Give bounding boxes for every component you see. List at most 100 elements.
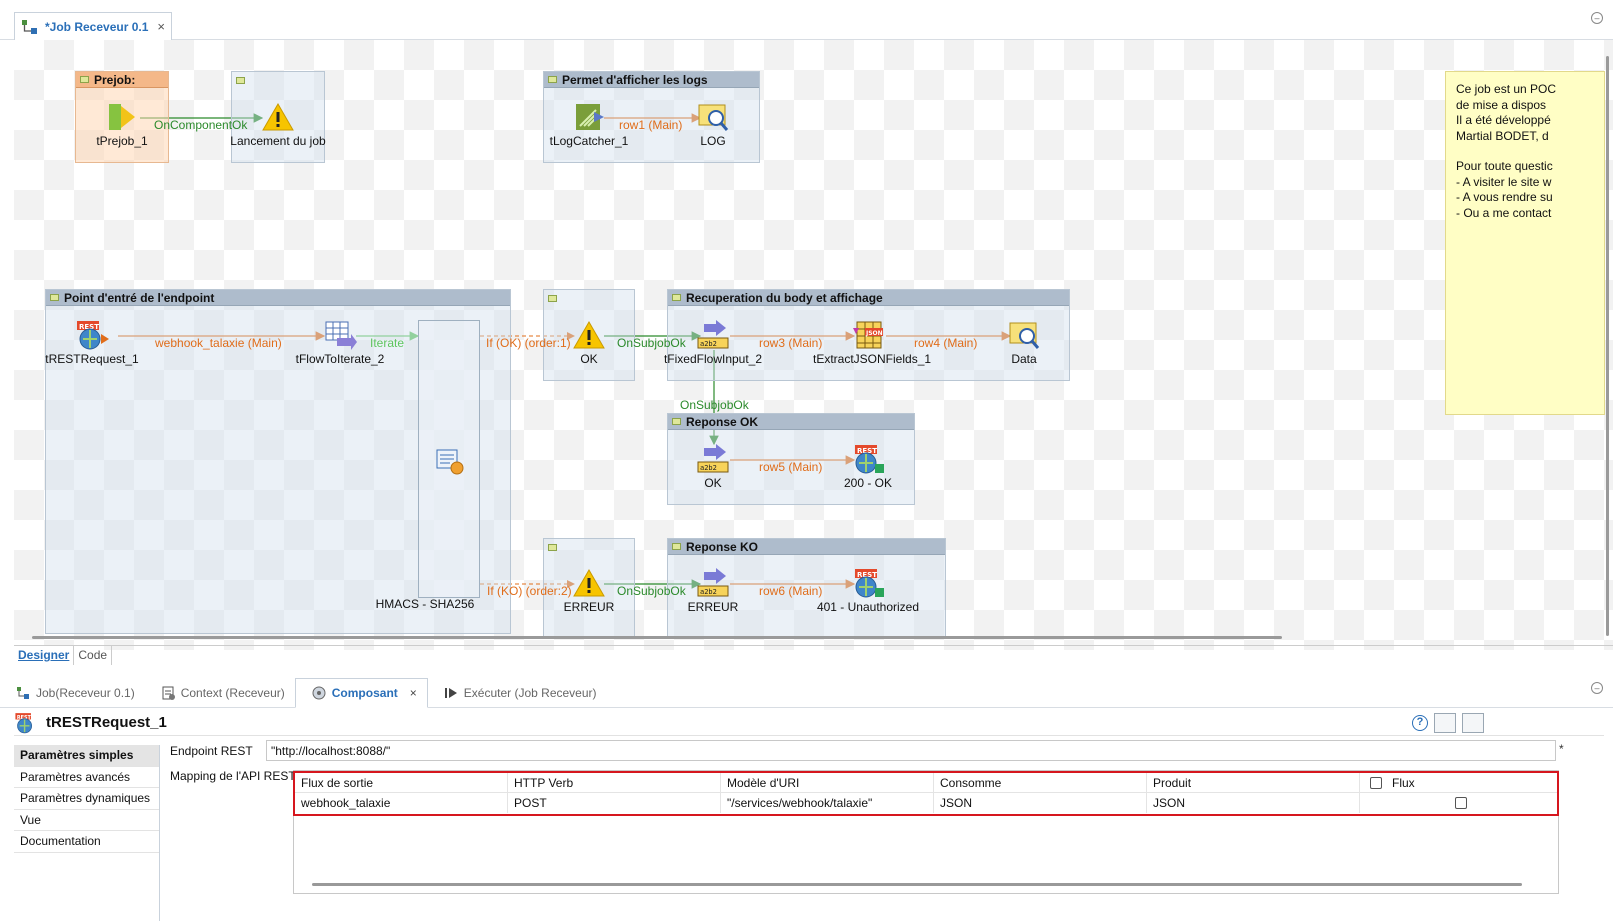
link-onsubjobok[interactable]: OnSubjobOk — [617, 336, 686, 350]
flux-checkbox[interactable] — [1455, 797, 1467, 809]
component-tfixedflowinput[interactable]: a2b2 tFixedFlowInput_2 — [658, 320, 768, 366]
nav-parametres-dynamiques[interactable]: Paramètres dynamiques — [14, 788, 159, 810]
collapse-icon[interactable] — [548, 543, 557, 551]
collapse-icon[interactable] — [672, 294, 681, 301]
component-tlogcatcher[interactable]: tLogCatcher_1 — [534, 102, 644, 148]
link-row3[interactable]: row3 (Main) — [759, 336, 823, 350]
horizontal-scrollbar[interactable] — [32, 636, 1282, 639]
component-ok-fixedflow[interactable]: a2b2 OK — [658, 444, 768, 490]
link-onsubjobok[interactable]: OnSubjobOk — [617, 584, 686, 598]
link-row4[interactable]: row4 (Main) — [914, 336, 978, 350]
tab-executer[interactable]: Exécuter (Job Receveur) — [428, 678, 607, 708]
subjob-title: Permet d'afficher les logs — [562, 72, 708, 87]
link-if-ko[interactable]: If (KO) (order:2) — [487, 584, 572, 598]
warning-icon — [573, 320, 605, 349]
component-trestrequest[interactable]: REST tRESTRequest_1 — [37, 320, 147, 366]
component-lancement[interactable]: Lancement du job — [223, 102, 333, 148]
component-hmacs-label[interactable]: HMACS - SHA256 — [375, 597, 475, 611]
tab-code[interactable]: Code — [74, 646, 113, 665]
minimize-icon[interactable]: – — [1591, 682, 1603, 694]
table-cell[interactable]: POST — [508, 793, 721, 813]
column-header[interactable]: Produit — [1147, 773, 1360, 792]
svg-text:JSON: JSON — [865, 330, 883, 337]
log-row-icon — [698, 104, 729, 131]
component-textractjsonfields[interactable]: JSON tExtractJSONFields_1 — [813, 320, 931, 366]
rest-request-icon: REST — [15, 712, 32, 733]
component-data[interactable]: Data — [969, 320, 1079, 366]
link-row1[interactable]: row1 (Main) — [619, 118, 683, 132]
table-cell[interactable]: webhook_talaxie — [295, 793, 508, 813]
collapse-icon[interactable] — [80, 76, 89, 83]
column-header[interactable]: Consomme — [934, 773, 1147, 792]
component-header: REST tRESTRequest_1 ? — [14, 710, 1604, 736]
sticky-note[interactable]: Ce job est un POC de mise a dispos Il a … — [1445, 71, 1605, 415]
prejob-icon — [109, 104, 135, 130]
collapse-icon[interactable] — [236, 76, 245, 84]
close-icon[interactable]: × — [157, 19, 165, 34]
component-response-401[interactable]: REST 401 - Unauthorized — [813, 568, 923, 614]
horizontal-scrollbar[interactable] — [312, 883, 1522, 886]
fixed-flow-input-icon: a2b2 — [697, 568, 729, 597]
select-all-checkbox[interactable] — [1370, 776, 1382, 789]
warning-icon — [573, 568, 605, 597]
help-icon[interactable]: ? — [1412, 715, 1428, 731]
context-icon — [162, 686, 175, 700]
link-webhook[interactable]: webhook_talaxie (Main) — [155, 336, 282, 350]
link-onsubjobok[interactable]: OnSubjobOk — [680, 398, 749, 412]
fixed-flow-input-icon: a2b2 — [697, 320, 729, 349]
component-erreur-warning[interactable]: ERREUR — [534, 568, 644, 614]
endpoint-field[interactable]: "http://localhost:8088/" — [266, 740, 1556, 761]
table-cell[interactable]: "/services/webhook/talaxie" — [721, 793, 934, 813]
hmacs-container[interactable] — [418, 320, 480, 598]
component-log[interactable]: LOG — [658, 102, 768, 148]
link-row6[interactable]: row6 (Main) — [759, 584, 823, 598]
settings-nav: Paramètres simples Paramètres avancés Pa… — [14, 745, 160, 921]
column-header[interactable]: HTTP Verb — [508, 773, 721, 792]
component-tflowtoiterate[interactable]: tFlowToIterate_2 — [285, 320, 395, 366]
link-row5[interactable]: row5 (Main) — [759, 460, 823, 474]
collapse-icon[interactable] — [548, 294, 557, 302]
close-icon[interactable]: × — [409, 685, 417, 700]
component-ok-warning[interactable]: OK — [534, 320, 644, 366]
collapse-icon[interactable] — [672, 543, 681, 550]
table-cell — [1360, 793, 1557, 813]
nav-parametres-avances[interactable]: Paramètres avancés — [14, 767, 159, 788]
collapse-icon[interactable] — [50, 294, 59, 301]
minimize-icon[interactable]: – — [1591, 12, 1603, 24]
java-row-icon — [436, 449, 464, 475]
editor-tab-job-receveur[interactable]: *Job Receveur 0.1 × — [14, 12, 172, 40]
vertical-scrollbar[interactable] — [1606, 56, 1609, 636]
tab-job[interactable]: Job(Receveur 0.1) — [0, 678, 145, 708]
component-erreur-fixedflow[interactable]: a2b2 ERREUR — [658, 568, 768, 614]
component-hmacs-icon[interactable] — [394, 446, 504, 476]
tab-designer[interactable]: Designer — [14, 646, 75, 665]
link-if-ok[interactable]: If (OK) (order:1) — [486, 336, 571, 350]
tab-context[interactable]: Context (Receveur) — [145, 678, 295, 708]
component-tprejob[interactable]: tPrejob_1 — [67, 102, 177, 148]
mapping-table-area[interactable] — [293, 770, 1559, 894]
subjob-ok-warn[interactable] — [543, 289, 635, 381]
log-catcher-icon — [576, 104, 604, 130]
table-row[interactable]: webhook_talaxie POST "/services/webhook/… — [295, 793, 1557, 813]
table-cell[interactable]: JSON — [934, 793, 1147, 813]
job-designer-canvas[interactable]: Prejob: Permet d'afficher les logs Point… — [14, 40, 1613, 650]
svg-text:REST: REST — [17, 714, 32, 720]
column-header-flux: Flux — [1360, 773, 1557, 792]
nav-parametres-simples[interactable]: Paramètres simples — [14, 745, 159, 767]
column-header[interactable]: Modèle d'URI — [721, 773, 934, 792]
column-header[interactable]: Flux de sortie — [295, 773, 508, 792]
link-oncomponentok[interactable]: OnComponentOk — [154, 118, 248, 132]
nav-documentation[interactable]: Documentation — [14, 831, 159, 853]
svg-text:a2b2: a2b2 — [700, 464, 717, 472]
table-cell[interactable]: JSON — [1147, 793, 1360, 813]
component-response-200[interactable]: REST 200 - OK — [813, 444, 923, 490]
collapse-icon[interactable] — [672, 418, 681, 425]
link-iterate[interactable]: Iterate — [370, 336, 405, 350]
layout-rows-icon[interactable] — [1462, 713, 1484, 733]
tab-composant[interactable]: Composant × — [294, 677, 428, 708]
rest-response-icon: REST — [855, 569, 884, 598]
layout-grid-icon[interactable] — [1434, 713, 1456, 733]
collapse-icon[interactable] — [548, 76, 557, 83]
nav-vue[interactable]: Vue — [14, 810, 159, 831]
rest-request-icon: REST — [77, 321, 109, 350]
